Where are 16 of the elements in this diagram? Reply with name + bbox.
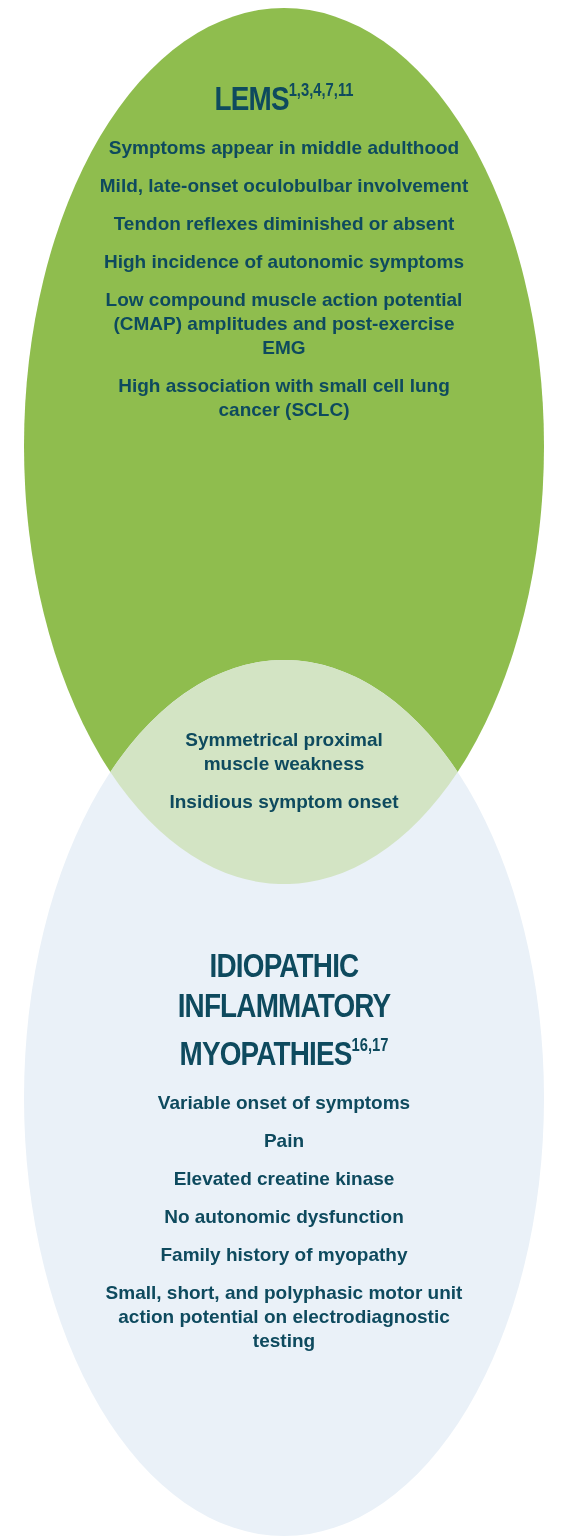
feature-text: Variable onset of symptoms xyxy=(156,1091,412,1115)
feature-text: Pain xyxy=(262,1129,306,1153)
feature-text: Elevated creatine kinase xyxy=(172,1167,396,1191)
feature-text: Small, short, and polyphasic motor unit action potential on electrodiagnostic testing xyxy=(104,1281,464,1353)
feature-text: Tendon reflexes diminished or absent xyxy=(112,212,456,236)
feature-text: No autonomic dysfunction xyxy=(163,1205,405,1229)
feature-text: Symmetrical proximal muscle weakness xyxy=(184,728,384,776)
feature-text: Low compound muscle action potential (CMAP) amplitudes and post-exercise EMG xyxy=(104,288,464,360)
circle-heading: IDIOPATHIC INFLAMMATORY MYOPATHIES$^{16,17}$ xyxy=(176,945,392,1073)
feature-text: High association with small cell lung cancer (SCLC) xyxy=(117,374,451,422)
feature-text: Mild, late-onset oculobulbar involvement xyxy=(98,174,470,198)
feature-text: Symptoms appear in middle adulthood xyxy=(107,136,461,160)
feature-text: Family history of myopathy xyxy=(159,1243,409,1267)
circle-heading: LEMS$^{1,3,4,7,11}$ xyxy=(213,78,355,118)
feature-text: Insidious symptom onset xyxy=(168,790,400,814)
feature-text: High incidence of autonomic symptoms xyxy=(103,250,465,274)
